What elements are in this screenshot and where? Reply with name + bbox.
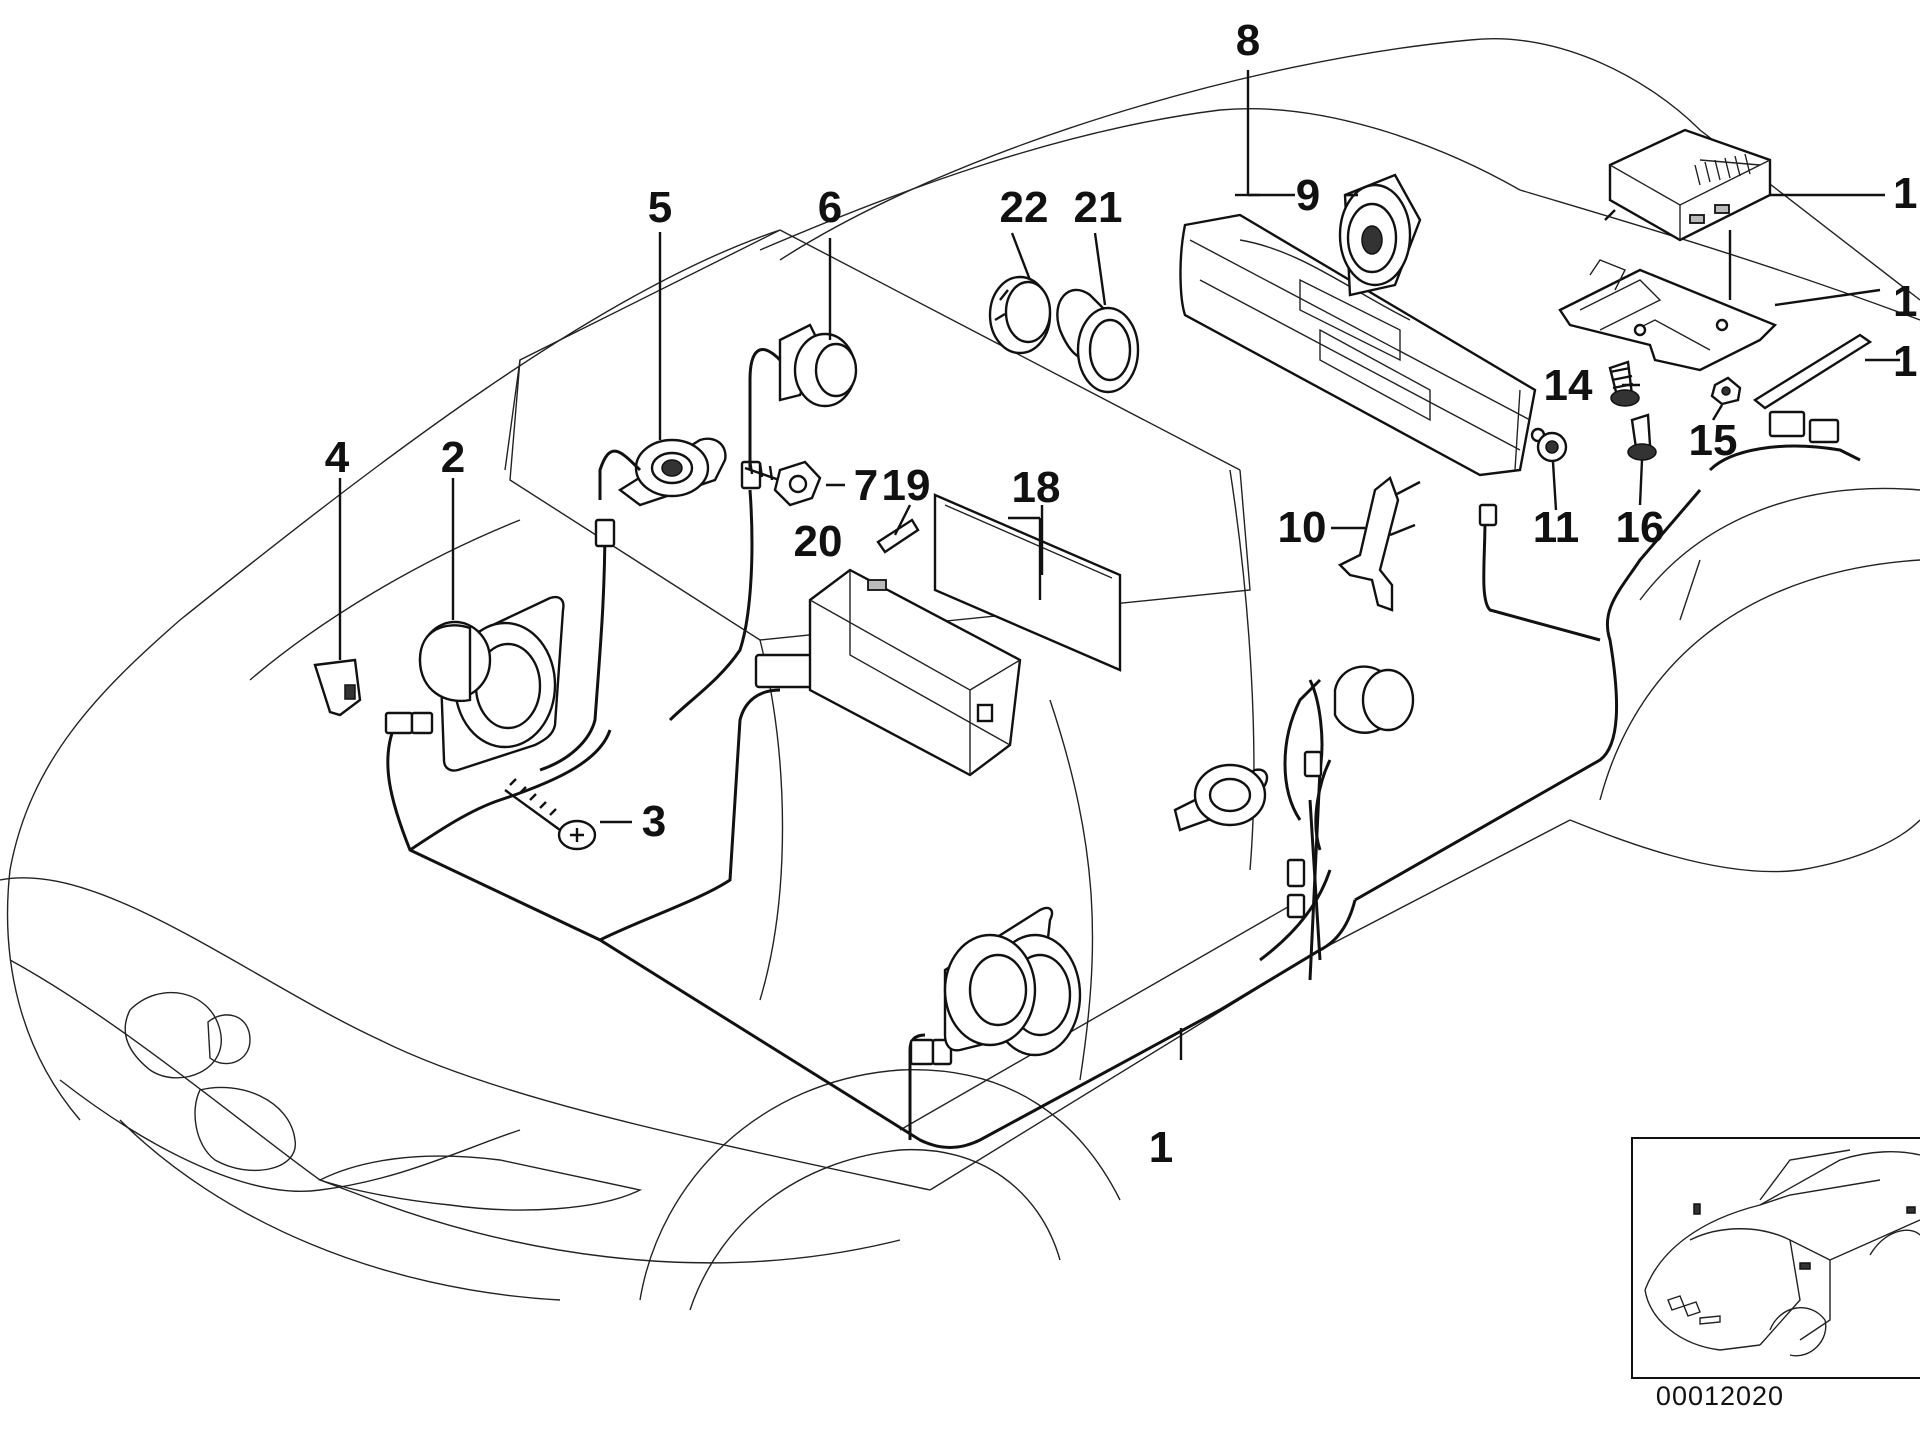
part-20-tray <box>808 568 1022 777</box>
part-4-socket <box>313 658 362 717</box>
door-speaker-lower <box>943 906 1082 1057</box>
callout-label: 6 <box>818 183 842 232</box>
callout-label: 20 <box>794 517 843 566</box>
door-tweeter <box>1173 763 1269 832</box>
harness-connectors <box>384 410 1840 1066</box>
callout-label: 5 <box>648 183 672 232</box>
callout-label: 1 <box>1149 1123 1173 1172</box>
part-21-cylinder <box>1056 288 1140 394</box>
callout-label: 9 <box>1296 171 1320 220</box>
part-7-nut <box>744 459 822 507</box>
callout-label: 15 <box>1689 416 1738 465</box>
callout-label: 10 <box>1278 503 1327 552</box>
part-16-screw <box>1627 413 1657 461</box>
diagram-reference-number: 00012020 <box>1656 1381 1784 1411</box>
wiring-harness <box>386 444 1861 1149</box>
part-2-speaker <box>418 596 565 772</box>
callout-labels: 1 2 3 4 5 6 7 8 9 10 11 14 15 16 18 19 2… <box>325 16 1918 1172</box>
part-19-pin <box>876 518 920 554</box>
part-11-grommet <box>1536 431 1568 463</box>
callout-label: 7 <box>854 461 878 510</box>
part-18-panel <box>933 493 1122 672</box>
callout-label: 3 <box>642 797 666 846</box>
inset-thumbnail: 00012020 <box>1631 1137 1920 1411</box>
part-3-screw <box>504 778 597 851</box>
callout-label: 1 <box>1893 169 1917 218</box>
part-15-nut <box>1710 376 1742 406</box>
part-bar-strip <box>1752 333 1873 410</box>
callout-label: 11 <box>1533 503 1580 552</box>
part-9-speaker <box>1338 173 1422 297</box>
leader-lines <box>338 70 1900 1060</box>
part-amplifier <box>1604 128 1772 242</box>
callout-label: 14 <box>1544 361 1593 410</box>
callout-label: 16 <box>1616 503 1665 552</box>
part-22-ring <box>988 275 1052 355</box>
part-10-bracket <box>1337 476 1421 612</box>
part-14-screw <box>1608 360 1640 407</box>
callout-label: 21 <box>1074 183 1123 232</box>
callout-label: 4 <box>325 433 350 482</box>
callout-label: 1 <box>1893 277 1917 326</box>
callout-label: 8 <box>1236 16 1260 65</box>
part-5-tweeter <box>598 437 727 507</box>
callout-label: 2 <box>441 433 465 482</box>
door-tweeter-2 <box>1333 665 1415 734</box>
callout-label: 22 <box>1000 183 1049 232</box>
part-amp-bracket <box>1558 259 1778 372</box>
part-6-tweeter <box>748 323 858 470</box>
callout-label: 1 <box>1893 337 1917 386</box>
callout-label: 18 <box>1012 463 1061 512</box>
callout-label: 19 <box>882 461 931 510</box>
